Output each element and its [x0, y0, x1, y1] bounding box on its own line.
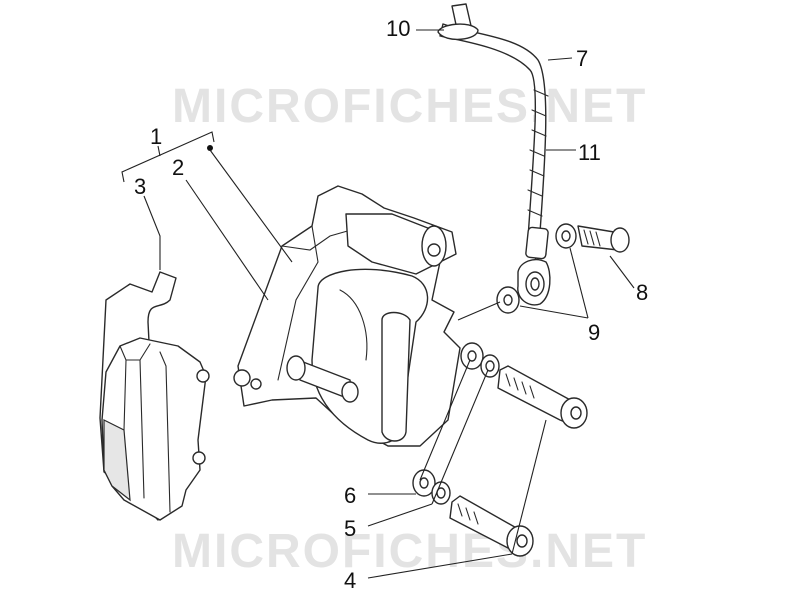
banjo-bolt: [577, 225, 630, 253]
caliper-body: [233, 185, 461, 447]
callout-5: 5: [344, 516, 356, 541]
mounting-bolt-upper: [497, 365, 588, 429]
callout-10: 10: [386, 16, 410, 41]
callout-9: 9: [588, 320, 600, 345]
callout-6: 6: [344, 483, 356, 508]
callout-8: 8: [636, 280, 648, 305]
brake-pad-set: [99, 271, 210, 521]
callout-11: 11: [578, 140, 601, 165]
leader-lines: [121, 29, 635, 579]
callout-7: 7: [576, 46, 588, 71]
watermark-top: MICROFICHES.NET: [172, 80, 647, 133]
caliper-washers: [412, 342, 500, 505]
hose-clip: [437, 3, 479, 40]
callout-1: 1: [150, 124, 162, 149]
brake-hose: [439, 23, 551, 306]
callout-2: 2: [172, 155, 184, 180]
watermark-bottom: MICROFICHES.NET: [172, 525, 647, 578]
callout-3: 3: [134, 174, 146, 199]
sealing-washers: [496, 223, 577, 314]
callout-4: 4: [344, 568, 356, 593]
mounting-bolt-lower: [449, 495, 534, 557]
